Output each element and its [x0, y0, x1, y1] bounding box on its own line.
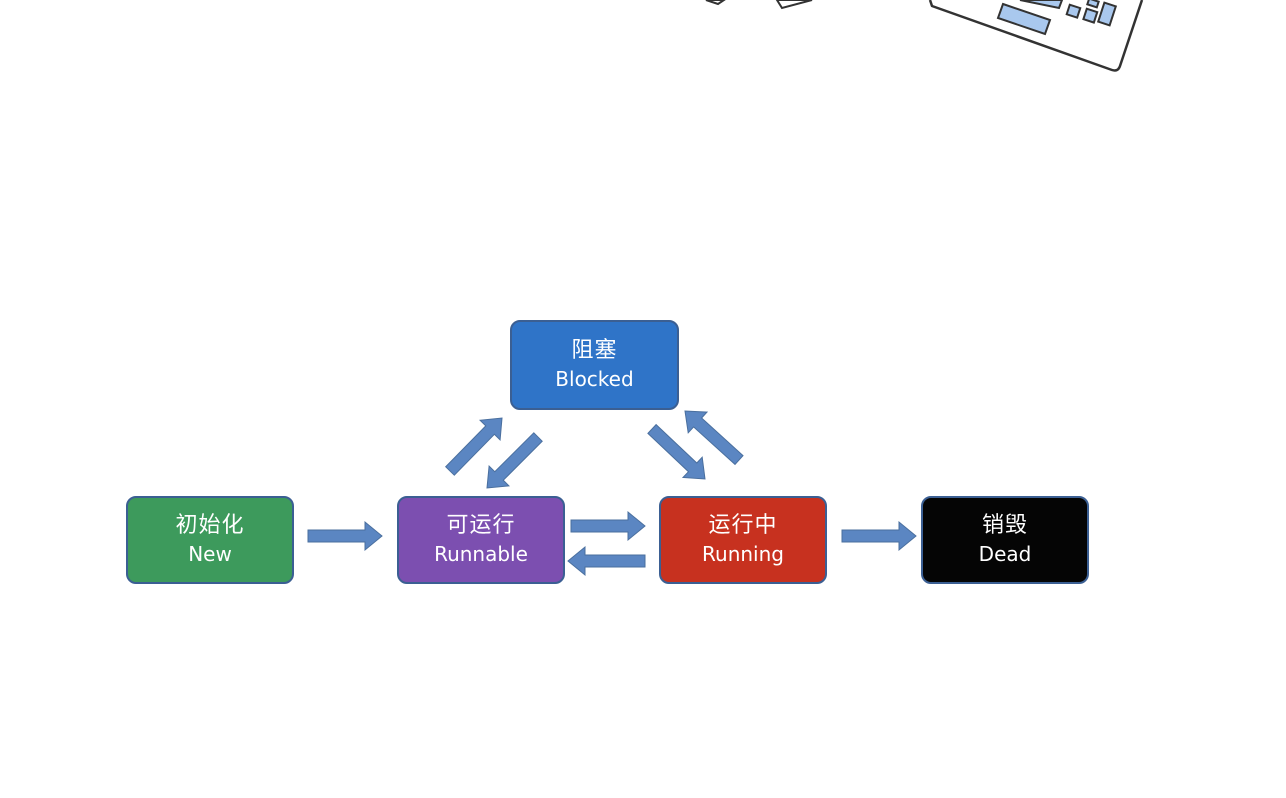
arrow-running-to-blocked [684, 410, 744, 466]
arrow-blocked-to-runnable [486, 432, 543, 489]
state-dead: 销毁 Dead [921, 496, 1089, 584]
state-new-en-label: New [188, 542, 232, 566]
state-running: 运行中 Running [659, 496, 827, 584]
state-new: 初始化 New [126, 496, 294, 584]
arrow-new-to-runnable [307, 520, 383, 552]
state-runnable: 可运行 Runnable [397, 496, 565, 584]
arrow-runnable-to-running [570, 510, 646, 542]
state-dead-en-label: Dead [978, 542, 1032, 566]
paper-fragment-icon [705, 0, 813, 10]
state-blocked: 阻塞 Blocked [510, 320, 679, 410]
state-running-en-label: Running [702, 542, 784, 566]
state-blocked-en-label: Blocked [555, 367, 634, 391]
state-runnable-zh-label: 可运行 [446, 513, 516, 538]
arrow-blocked-to-running [647, 423, 706, 480]
state-dead-zh-label: 销毁 [981, 513, 1028, 538]
state-blocked-zh-label: 阻塞 [571, 338, 618, 363]
state-running-zh-label: 运行中 [708, 513, 778, 538]
arrow-running-to-dead [841, 520, 917, 552]
arrow-running-to-runnable [567, 545, 646, 577]
arrow-runnable-to-blocked [444, 417, 503, 476]
state-new-zh-label: 初始化 [175, 513, 245, 538]
state-runnable-en-label: Runnable [434, 542, 528, 566]
laptop-keyboard-icon [928, 0, 1144, 72]
